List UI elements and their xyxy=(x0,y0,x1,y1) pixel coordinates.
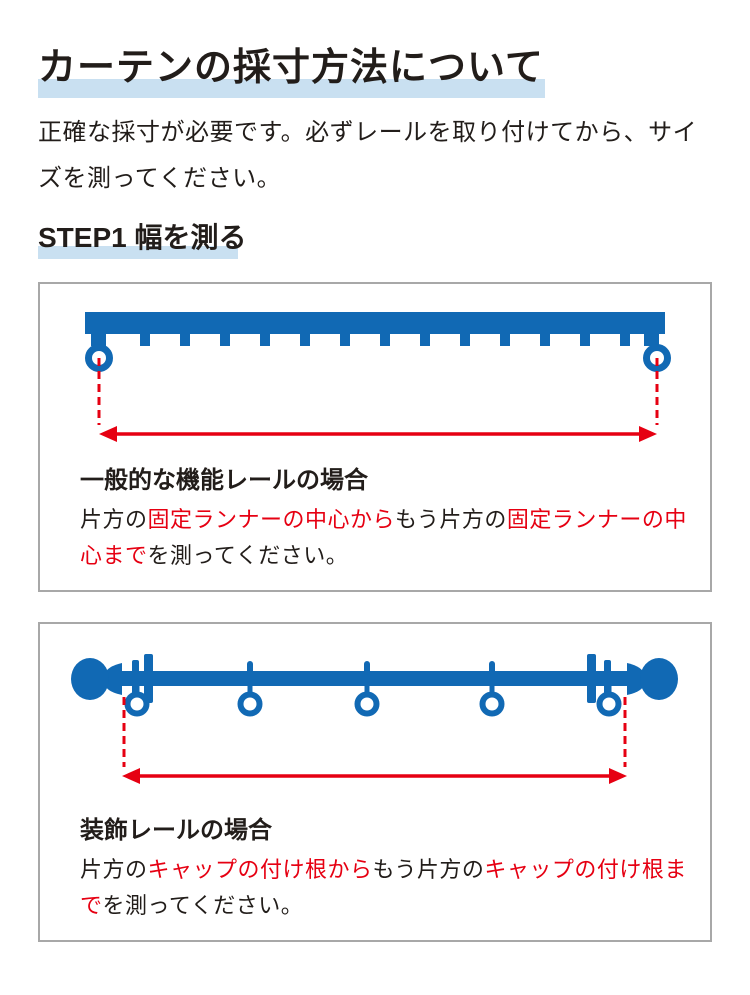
text-segment-red: キャップの付け根から xyxy=(147,857,373,882)
page-title: カーテンの採寸方法について xyxy=(38,47,544,89)
measure-arrowhead-left xyxy=(122,768,140,784)
step1-highlight-bar xyxy=(38,246,238,259)
functional-rail-section: 一般的な機能レールの場合 片方の固定ランナーの中心からもう片方の固定ランナーの中… xyxy=(38,282,712,592)
text-segment-red: キャップの付け根まで xyxy=(80,857,687,918)
text-segment-dark: 片方の xyxy=(80,857,148,882)
page-title-block: カーテンの採寸方法について xyxy=(38,44,598,102)
decorative-rail-description: 片方のキャップの付け根からもう片方のキャップの付け根までを測ってください。 xyxy=(80,852,704,924)
left-cap xyxy=(71,658,122,700)
text-segment-red: 固定ランナーの中心から xyxy=(147,507,396,532)
right-fixed-runner-stem xyxy=(644,332,659,346)
step1-heading-block: STEP1 幅を測る xyxy=(38,220,358,264)
text-segment-dark: を測ってください。 xyxy=(102,893,304,918)
decorative-rail-heading: 装飾レールの場合 xyxy=(80,817,272,844)
measure-arrowhead-left xyxy=(99,426,117,442)
right-cap xyxy=(627,658,678,700)
decorative-rail-diagram xyxy=(71,654,678,784)
functional-rail-diagram xyxy=(85,312,671,442)
text-segment-red: 固定ランナーの中心まで xyxy=(80,507,687,568)
measure-arrowhead-right xyxy=(609,768,627,784)
rail-runner-teeth xyxy=(140,334,630,346)
decorative-rail-graphic xyxy=(71,654,678,784)
functional-rail-heading: 一般的な機能レールの場合 xyxy=(80,467,368,494)
curtain-rings xyxy=(124,691,622,717)
step1-heading: STEP1 幅を測る xyxy=(38,222,247,253)
intro-text: 正確な採寸が必要です。必ずレールを取り付けてから、サイズを測ってください。 xyxy=(38,119,698,192)
measure-arrowhead-right xyxy=(639,426,657,442)
text-segment-dark: もう片方の xyxy=(372,857,485,882)
functional-rail-description: 片方の固定ランナーの中心からもう片方の固定ランナーの中心までを測ってください。 xyxy=(80,502,704,574)
decorative-rail-section: 装飾レールの場合 片方のキャップの付け根からもう片方のキャップの付け根までを測っ… xyxy=(38,622,712,942)
ring-stems xyxy=(134,684,612,693)
text-segment-dark: 片方の xyxy=(80,507,148,532)
text-segment-dark: もう片方の xyxy=(395,507,507,532)
title-highlight-bar xyxy=(38,79,545,98)
functional-rail-graphic xyxy=(85,312,671,442)
rod-hook-nubs xyxy=(247,661,495,675)
rail-bar xyxy=(85,312,665,334)
rod-bar xyxy=(122,671,627,686)
left-fixed-runner-stem xyxy=(91,332,106,346)
text-segment-dark: を測ってください。 xyxy=(147,543,349,568)
